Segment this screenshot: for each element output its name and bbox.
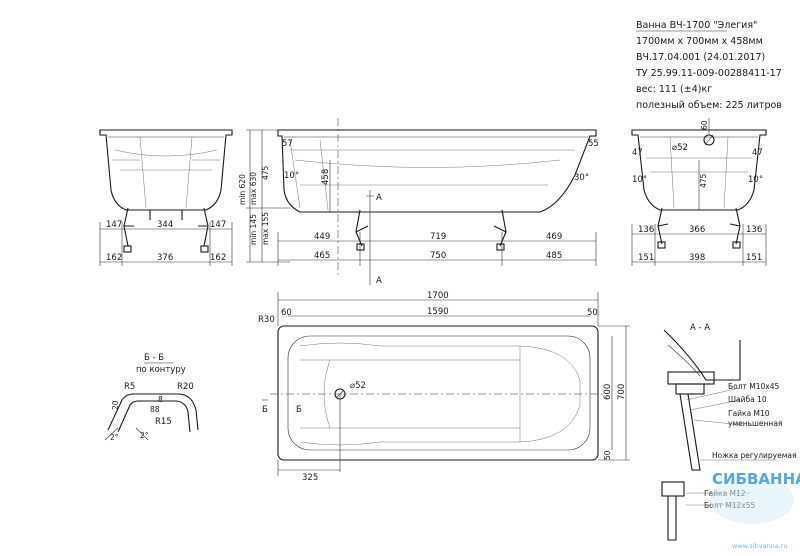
left-dim-bot-3: 162 <box>210 253 226 263</box>
left-dim-bot-2: 376 <box>157 253 173 263</box>
section-aa-label-5: Ножка регулируемая <box>712 451 797 460</box>
plan-view: 1700 1590 R30 60 50 ⌀52 325 Б Б 600 700 … <box>258 291 630 483</box>
spec-code: ВЧ.17.04.001 (24.01.2017) <box>636 52 765 63</box>
right-lip-left: 47 <box>632 148 643 158</box>
side-view: min 620 max 630 475 min 145 max 155 A A … <box>238 118 599 286</box>
side-h-155: max 155 <box>261 212 270 245</box>
section-bb-r5: R5 <box>124 382 135 392</box>
side-lip-right: 55 <box>588 139 599 149</box>
plan-inner: 1590 <box>427 307 449 317</box>
section-bb-a2: 2° <box>140 431 149 440</box>
spec-block: Ванна ВЧ-1700 "Элегия" 1700мм х 700мм х … <box>635 20 782 111</box>
right-drain: ⌀52 <box>672 143 688 153</box>
plan-lip-right: 50 <box>587 308 598 318</box>
spec-volume: полезный объем: 225 литров <box>636 100 782 111</box>
right-angle-right: 10° <box>748 175 763 185</box>
right-dim-top-2: 366 <box>689 225 705 235</box>
right-dim-bot-3: 151 <box>746 253 762 263</box>
right-dim-bot-1: 151 <box>638 253 654 263</box>
side-dim-bot-3: 485 <box>546 251 562 261</box>
watermark-logo: СИБВАННА www.sibvanna.ru <box>710 470 800 550</box>
plan-lip-bottom: 50 <box>603 450 612 460</box>
section-bb-d88: 88 <box>150 405 160 414</box>
side-section-mark-top: A <box>376 193 382 203</box>
plan-bowl <box>287 335 591 451</box>
spec-size: 1700мм х 700мм х 458мм <box>636 36 763 47</box>
watermark-brand: СИБВАННА <box>712 470 800 488</box>
section-bb-a1: 2° <box>110 433 119 442</box>
side-h-145: min 145 <box>249 214 258 245</box>
left-dim-bot-1: 162 <box>106 253 122 263</box>
side-h-min: min 620 <box>238 174 247 205</box>
side-section-mark-bot: A <box>376 276 382 286</box>
spec-tu: ТУ 25.99.11-009-00288411-17 <box>635 68 782 79</box>
drain-hole-icon <box>703 134 715 146</box>
plan-drain-offset: 325 <box>302 473 318 483</box>
right-dim-top-3: 136 <box>746 225 762 235</box>
side-dim-bot-1: 465 <box>314 251 330 261</box>
plan-drain: ⌀52 <box>350 381 366 391</box>
plan-width-inner: 600 <box>603 384 613 400</box>
section-bb-r15: R15 <box>155 417 172 427</box>
side-angle-left: 10° <box>284 171 299 181</box>
section-aa-label-2: Шайба 10 <box>728 395 767 404</box>
end-view-left: 147 344 147 162 376 162 <box>99 129 233 266</box>
section-bb-subtitle: по контуру <box>136 365 186 375</box>
section-bb-r20: R20 <box>177 382 194 392</box>
end-view-right: 60 ⌀52 47 47 10° 10° 475 136 366 136 151… <box>631 118 767 266</box>
section-bb: Б - Б по контуру R5 R20 20 8 88 R15 2° 2… <box>104 353 199 442</box>
plan-outline <box>277 325 599 461</box>
watermark-url: www.sibvanna.ru <box>732 542 788 550</box>
side-depth: 458 <box>321 169 331 185</box>
left-dim-top-1: 147 <box>106 220 122 230</box>
section-bb-d20: 20 <box>111 400 120 410</box>
plan-lip-left: 60 <box>281 308 292 318</box>
section-bb-d8: 8 <box>158 395 163 404</box>
section-aa-label-4: уменьшенная <box>728 419 782 428</box>
side-dim-bot-2: 750 <box>430 251 446 261</box>
side-lip-left: 57 <box>282 139 293 149</box>
leg-bracket <box>667 371 715 385</box>
leg-foot-nut <box>661 481 685 497</box>
section-bb-title: Б - Б <box>144 353 164 363</box>
spec-name: Ванна ВЧ-1700 "Элегия" <box>636 20 757 31</box>
right-lip-right: 47 <box>752 148 763 158</box>
plan-width-outer: 700 <box>617 384 627 400</box>
side-angle-right: 30° <box>574 173 589 183</box>
plan-radius: R30 <box>258 315 275 325</box>
right-h60: 60 <box>700 120 709 130</box>
side-h-max: max 630 <box>249 172 258 205</box>
spec-weight: вес: 111 (±4)кг <box>636 84 712 95</box>
section-aa-title: А - А <box>690 323 710 333</box>
side-dim-top-3: 469 <box>546 232 562 242</box>
plan-section-mark-right: Б <box>296 405 302 415</box>
right-h475: 475 <box>699 173 708 188</box>
section-aa-label-3: Гайка М10 <box>728 409 770 418</box>
plan-overall: 1700 <box>427 291 449 301</box>
plan-section-mark-left: Б <box>262 405 268 415</box>
side-dim-top-1: 449 <box>314 232 330 242</box>
right-dim-top-1: 136 <box>638 225 654 235</box>
side-dim-top-2: 719 <box>430 232 446 242</box>
right-angle-left: 10° <box>632 175 647 185</box>
section-aa-label-1: Болт М10х45 <box>728 382 780 391</box>
left-dim-top-3: 147 <box>210 220 226 230</box>
side-h-475: 475 <box>261 165 270 180</box>
right-dim-bot-2: 398 <box>689 253 705 263</box>
left-dim-top-2: 344 <box>157 220 173 230</box>
